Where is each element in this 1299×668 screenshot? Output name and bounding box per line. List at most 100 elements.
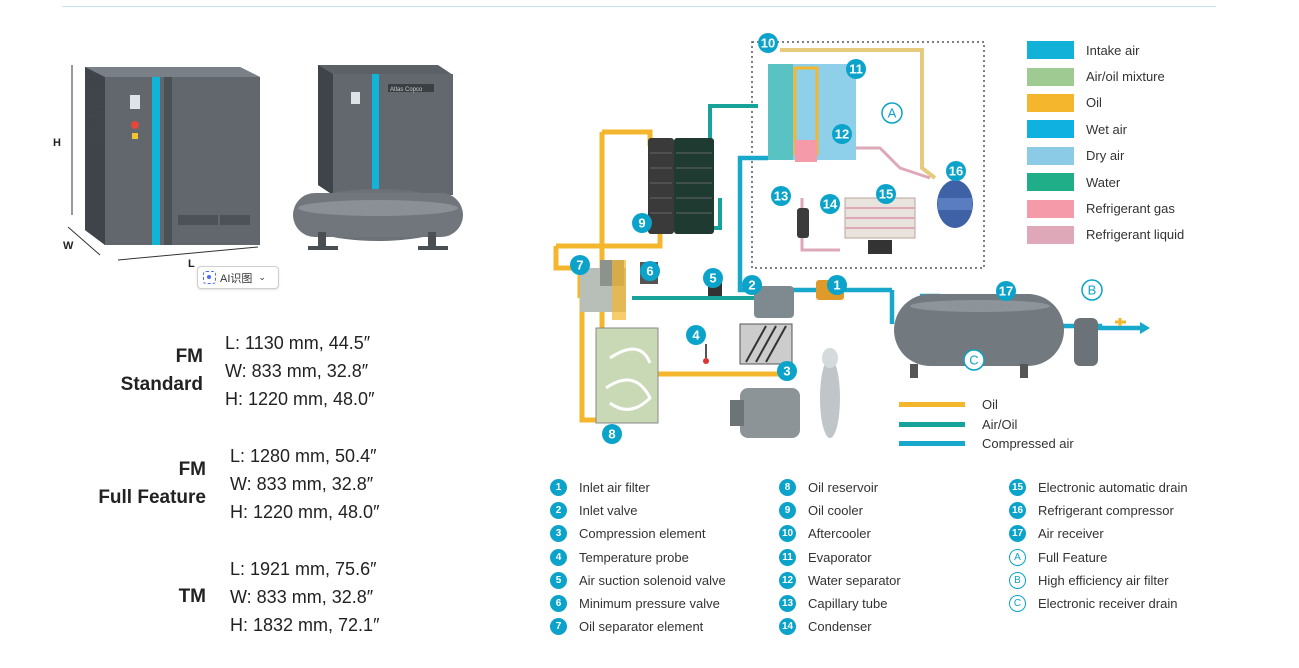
marker-15: 15 [876,184,896,204]
marker-1: 1 [827,275,847,295]
part-label: Aftercooler [808,526,871,542]
part-label: Water separator [808,572,901,588]
part-number-badge: 12 [779,571,796,589]
marker-4: 4 [686,325,706,345]
legend-swatch [1027,67,1074,86]
svg-text:1: 1 [833,278,840,293]
part-number-badge: 3 [550,525,567,543]
legend-label: Oil [1086,95,1102,111]
legend-item: Wet air [1027,116,1184,142]
part-item: 10 Aftercooler [779,522,901,545]
spec-height: H: 1220 mm, 48.0″ [230,502,380,522]
part-label: Refrigerant compressor [1038,503,1174,519]
marker-9: 9 [632,213,652,233]
svg-text:15: 15 [879,187,893,202]
part-label: Oil separator element [579,619,704,635]
svg-text:A: A [888,106,897,121]
marker-3: 3 [777,361,797,381]
marker-8: 8 [602,424,622,444]
part-label: Oil reservoir [808,480,879,496]
oil-reservoir [595,327,659,424]
line-legend-label: Compressed air [982,436,1074,452]
part-label: Air receiver [1038,526,1104,542]
svg-text:5: 5 [709,271,716,286]
marker-6: 6 [640,261,660,281]
ai-recognize-button[interactable]: AI识图 ⌄ [197,266,279,289]
spec-dimensions: L: 1130 mm, 44.5″ W: 833 mm, 32.8″ H: 12… [225,329,374,413]
compressor-flow-diagram: 1 2 3 4 5 6 7 8 9 10 11 12 13 14 15 16 1… [553,33,1150,444]
legend-label: Water [1086,174,1121,190]
marker-b: B [1081,279,1103,301]
svg-text:13: 13 [774,189,788,204]
length-label: L [188,258,195,270]
part-label: High efficiency air filter [1038,572,1169,588]
part-label: Minimum pressure valve [579,596,720,612]
spec-model: TM [90,583,206,611]
marker-10: 10 [758,33,778,53]
spec-length: L: 1130 mm, 44.5″ [225,333,371,353]
legend-label: Refrigerant gas [1086,201,1175,217]
part-number-badge: 5 [550,571,567,589]
svg-text:2: 2 [748,278,755,293]
legend-swatch [1027,199,1074,218]
legend-swatch [1027,41,1074,60]
motor [740,388,800,438]
width-label: W [63,240,74,252]
inlet-valve [754,286,794,318]
svg-text:B: B [1088,283,1097,298]
part-number-badge: B [1009,571,1026,589]
part-number-badge: 16 [1009,502,1026,520]
part-item: 16 Refrigerant compressor [1009,499,1188,522]
part-label: Electronic receiver drain [1038,596,1178,612]
part-number-badge: 15 [1009,479,1026,497]
line-legend-item: Oil [899,395,1074,415]
legend-label: Air/oil mixture [1086,69,1165,85]
dryer-pipe [780,48,937,180]
svg-text:12: 12 [835,127,849,142]
marker-c: C [963,349,985,371]
part-number-badge: 17 [1009,525,1026,543]
part-item: 12 Water separator [779,569,901,592]
legend-label: Refrigerant liquid [1086,227,1185,243]
spec-model-line2: TM [178,586,206,607]
legend-item: Intake air [1027,37,1184,63]
air-filter [1074,318,1098,366]
part-number-badge: 14 [779,618,796,636]
svg-text:10: 10 [761,36,775,51]
spec-model-line1: FM [175,346,203,367]
svg-text:C: C [969,353,978,368]
top-divider [62,6,1216,7]
legend-item: Refrigerant gas [1027,195,1184,221]
part-number-badge: 1 [550,479,567,497]
part-label: Inlet air filter [579,480,650,496]
spec-dimensions: L: 1280 mm, 50.4″ W: 833 mm, 32.8″ H: 12… [230,442,379,526]
line-legend-label: Air/Oil [982,416,1018,432]
marker-12: 12 [832,124,852,144]
svg-text:6: 6 [646,264,653,279]
part-label: Oil cooler [808,503,863,519]
part-item: 17 Air receiver [1009,522,1188,545]
legend-swatch [1027,225,1074,244]
spec-model-line2: Standard [120,374,203,395]
line-swatch [899,402,965,408]
part-number-badge: 10 [779,525,796,543]
ai-scan-icon [203,271,216,284]
line-legend-label: Oil [982,397,998,413]
marker-13: 13 [771,186,791,206]
marker-5: 5 [703,268,723,288]
legend-item: Refrigerant liquid [1027,222,1184,248]
part-label: Electronic automatic drain [1038,480,1188,496]
part-number-badge: 7 [550,618,567,636]
